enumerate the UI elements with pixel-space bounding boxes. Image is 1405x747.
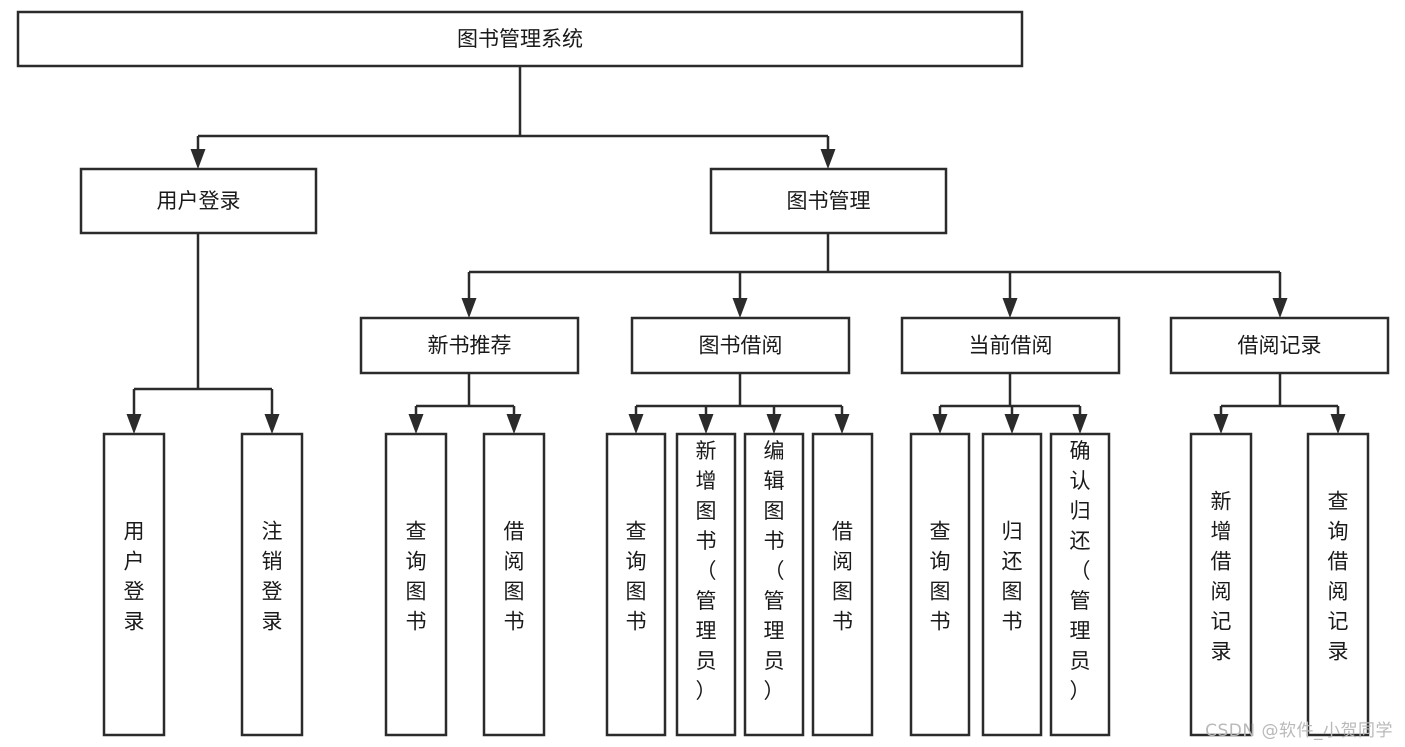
leaf-node-确认归还管理员[interactable]: 确认归还（管理员）: [1049, 432, 1111, 737]
connector-group-newbook-to-leaves: [408, 373, 522, 434]
arrow-head-icon: [698, 414, 714, 434]
level2-node-借阅记录[interactable]: 借阅记录: [1169, 316, 1390, 375]
arrow-head-icon: [628, 414, 644, 434]
level2-node-当前借阅[interactable]: 当前借阅: [900, 316, 1121, 375]
arrow-head-icon: [264, 414, 280, 434]
connector-group-current-to-leaves: [932, 373, 1088, 434]
node-box[interactable]: [384, 432, 448, 737]
arrow-head-icon: [126, 414, 142, 434]
connectors-layer: [126, 66, 1346, 434]
nodes-layer: 图书管理系统用户登录图书管理新书推荐图书借阅当前借阅借阅记录用户登录注销登录查询…: [16, 10, 1390, 737]
node-label: 借阅记录: [1238, 334, 1322, 358]
leaf-node-查询图书[interactable]: 查询图书: [384, 432, 448, 737]
node-label: 图书管理: [787, 189, 871, 213]
node-box[interactable]: [79, 167, 318, 235]
node-box[interactable]: [16, 10, 1024, 68]
arrow-head-icon: [732, 298, 748, 318]
connector-group-root-to-level1: [190, 66, 836, 169]
arrow-head-icon: [820, 149, 836, 169]
node-box[interactable]: [709, 167, 948, 235]
node-box[interactable]: [811, 432, 874, 737]
connector-group-record-to-leaves: [1213, 373, 1346, 434]
node-box[interactable]: [359, 316, 580, 375]
node-box[interactable]: [1189, 432, 1253, 737]
level1-node-用户登录[interactable]: 用户登录: [79, 167, 318, 235]
node-box[interactable]: [743, 432, 805, 737]
leaf-node-新增图书管理员[interactable]: 新增图书（管理员）: [675, 432, 737, 737]
csdn-watermark: CSDN @软件_小贺同学: [1205, 721, 1393, 741]
node-label: 用户登录: [124, 520, 145, 634]
node-label: 新增借阅记录: [1211, 490, 1232, 664]
leaf-node-新增借阅记录[interactable]: 新增借阅记录: [1189, 432, 1253, 737]
arrow-head-icon: [1272, 298, 1288, 318]
level1-node-图书管理[interactable]: 图书管理: [709, 167, 948, 235]
node-box[interactable]: [900, 316, 1121, 375]
node-box[interactable]: [1306, 432, 1370, 737]
arrow-head-icon: [1002, 298, 1018, 318]
node-box[interactable]: [605, 432, 667, 737]
leaf-node-查询图书[interactable]: 查询图书: [909, 432, 971, 737]
node-label: 借阅图书: [504, 520, 525, 634]
node-label: 用户登录: [157, 189, 241, 213]
connector-group-borrow-to-leaves: [628, 373, 850, 434]
connector-group-userlogin-to-leaves: [126, 233, 280, 434]
node-label: 图书管理系统: [457, 27, 583, 51]
level2-node-新书推荐[interactable]: 新书推荐: [359, 316, 580, 375]
connector-group-bookmgmt-to-level2: [461, 233, 1288, 318]
node-box[interactable]: [102, 432, 166, 737]
leaf-node-查询借阅记录[interactable]: 查询借阅记录: [1306, 432, 1370, 737]
arrow-head-icon: [1330, 414, 1346, 434]
node-box[interactable]: [675, 432, 737, 737]
arrow-head-icon: [834, 414, 850, 434]
arrow-head-icon: [506, 414, 522, 434]
arrow-head-icon: [766, 414, 782, 434]
node-label: 注销登录: [262, 520, 283, 634]
node-label: 新书推荐: [428, 334, 512, 358]
node-label: 归还图书: [1002, 520, 1023, 634]
leaf-node-编辑图书管理员[interactable]: 编辑图书（管理员）: [743, 432, 805, 737]
node-label: 查询图书: [626, 520, 647, 634]
node-label: 当前借阅: [969, 334, 1053, 358]
node-label: 新增图书（管理员）: [696, 439, 717, 703]
node-label: 确认归还（管理员）: [1070, 439, 1091, 703]
arrow-head-icon: [461, 298, 477, 318]
arrow-head-icon: [190, 149, 206, 169]
node-label: 查询图书: [406, 520, 427, 634]
leaf-node-借阅图书[interactable]: 借阅图书: [811, 432, 874, 737]
node-box[interactable]: [981, 432, 1043, 737]
node-box[interactable]: [1049, 432, 1111, 737]
node-box[interactable]: [909, 432, 971, 737]
leaf-node-归还图书[interactable]: 归还图书: [981, 432, 1043, 737]
leaf-node-用户登录[interactable]: 用户登录: [102, 432, 166, 737]
leaf-node-注销登录[interactable]: 注销登录: [240, 432, 304, 737]
root-node-图书管理系统[interactable]: 图书管理系统: [16, 10, 1024, 68]
level2-node-图书借阅[interactable]: 图书借阅: [630, 316, 851, 375]
arrow-head-icon: [932, 414, 948, 434]
arrow-head-icon: [1004, 414, 1020, 434]
node-box[interactable]: [630, 316, 851, 375]
leaf-node-借阅图书[interactable]: 借阅图书: [482, 432, 546, 737]
node-label: 图书借阅: [699, 334, 783, 358]
node-label: 编辑图书（管理员）: [764, 439, 785, 703]
node-box[interactable]: [482, 432, 546, 737]
arrow-head-icon: [408, 414, 424, 434]
node-label: 借阅图书: [832, 520, 853, 634]
node-label: 查询图书: [930, 520, 951, 634]
node-box[interactable]: [240, 432, 304, 737]
arrow-head-icon: [1072, 414, 1088, 434]
leaf-node-查询图书[interactable]: 查询图书: [605, 432, 667, 737]
arrow-head-icon: [1213, 414, 1229, 434]
node-label: 查询借阅记录: [1328, 490, 1349, 664]
node-box[interactable]: [1169, 316, 1390, 375]
